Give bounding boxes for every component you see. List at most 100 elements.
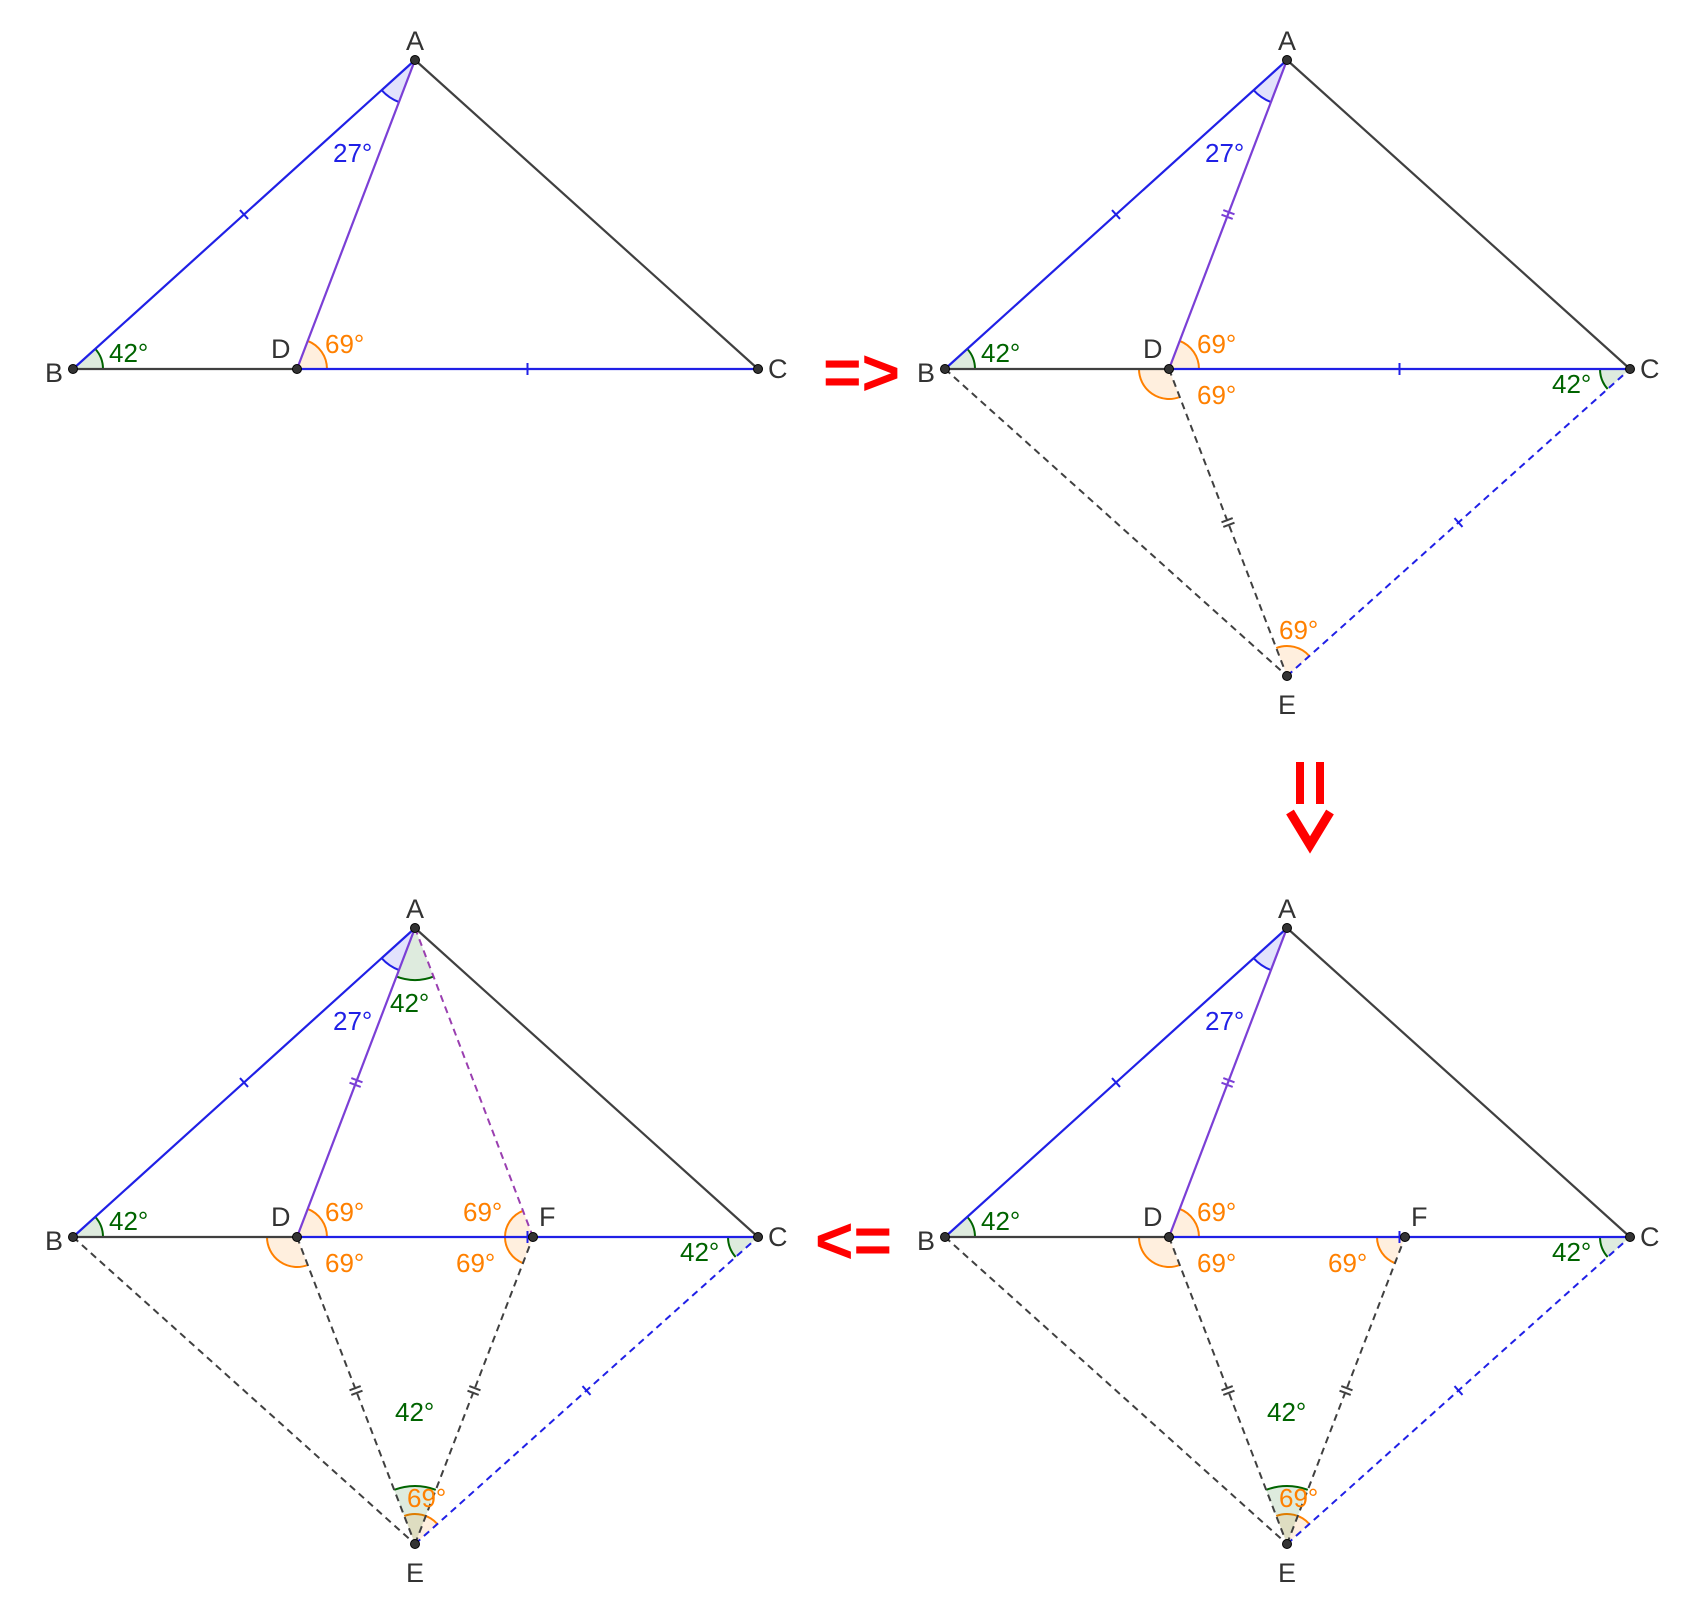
tick-EF — [467, 1389, 480, 1396]
angle-label-ABC: 42° — [109, 1206, 148, 1236]
arrow-down-bar-left — [1296, 762, 1304, 804]
point-C — [1625, 1232, 1635, 1242]
angle-label-BDE: 69° — [325, 1248, 364, 1278]
tick-EC — [1453, 1385, 1464, 1396]
label-A: A — [406, 894, 424, 924]
angle-DEF-fill — [1266, 1486, 1308, 1544]
transition-arrows: => <= — [815, 335, 1334, 1277]
angle-BCE-fill — [728, 1237, 758, 1258]
tick-AD — [350, 1077, 363, 1084]
tick-EF — [1339, 1389, 1352, 1396]
point-A — [1282, 55, 1292, 65]
label-B: B — [45, 1226, 63, 1256]
angle-ADC-arc — [1179, 1208, 1200, 1238]
segment-AC — [1286, 927, 1631, 1238]
tick-EF — [468, 1385, 481, 1392]
angle-DFE-fill — [1377, 1237, 1405, 1264]
angle-label-BAD: 27° — [1205, 1006, 1244, 1036]
angle-label-DFE: 69° — [456, 1248, 495, 1278]
angle-BAD-fill — [381, 928, 415, 971]
tick-AD — [1221, 213, 1234, 220]
tick-AB — [1111, 1077, 1121, 1088]
label-A: A — [1278, 894, 1296, 924]
label-B: B — [917, 358, 935, 388]
angle-ADC-fill — [1169, 1208, 1199, 1237]
arrow-down-head — [1286, 809, 1334, 854]
segment-EF — [414, 1236, 534, 1545]
arrow-right: => — [823, 335, 900, 409]
angle-ABC-fill — [73, 348, 103, 369]
segment-AD — [295, 927, 417, 1238]
angle-DEC-arc — [403, 1513, 439, 1525]
point-F — [1400, 1232, 1410, 1242]
angle-BDE-fill — [267, 1237, 308, 1267]
angle-label-ADC: 69° — [325, 1197, 364, 1227]
label-D: D — [1143, 1202, 1163, 1232]
angle-label-BCE: 42° — [1552, 369, 1591, 399]
point-E — [410, 1539, 420, 1549]
point-E — [1282, 1539, 1292, 1549]
label-C: C — [768, 1222, 788, 1252]
angle-DAF-fill — [396, 928, 434, 981]
tick-DE — [1222, 521, 1235, 528]
angle-BDE-arc — [1138, 368, 1181, 400]
angle-DEC-fill — [1276, 646, 1310, 676]
angle-DFE-arc — [1376, 1236, 1396, 1265]
angle-ABC-fill — [73, 1216, 103, 1237]
point-E — [1282, 671, 1292, 681]
point-A — [1282, 923, 1292, 933]
angle-label-BAD: 27° — [1205, 138, 1244, 168]
tick-EF — [1340, 1385, 1353, 1392]
angle-label-DFE: 69° — [1328, 1248, 1367, 1278]
angle-label-DEC: 69° — [1279, 1483, 1318, 1513]
segment-DE — [1168, 1236, 1288, 1545]
point-A — [410, 55, 420, 65]
label-E: E — [1278, 1558, 1296, 1588]
label-A: A — [1278, 26, 1296, 56]
segment-AC — [414, 927, 759, 1238]
angle-label-BCE: 42° — [680, 1237, 719, 1267]
angle-DEC-arc — [1275, 1513, 1311, 1525]
angle-label-ADC: 69° — [325, 329, 364, 359]
angle-DFA-fill — [505, 1210, 533, 1237]
arrow-down-bar-right — [1316, 762, 1324, 804]
label-F: F — [539, 1202, 556, 1232]
point-B — [68, 1232, 78, 1242]
point-D — [292, 364, 302, 374]
angle-ADC-arc — [1179, 340, 1200, 370]
label-E: E — [1278, 690, 1296, 720]
segment-AD — [295, 59, 417, 370]
angle-ABC-fill — [945, 1216, 975, 1237]
angle-ADC-fill — [1169, 340, 1199, 369]
label-A: A — [406, 26, 424, 56]
tick-AD — [349, 1081, 362, 1088]
tick-DE — [349, 1385, 362, 1392]
angle-DFA-arc — [504, 1209, 524, 1238]
point-B — [940, 1232, 950, 1242]
angle-label-DFA: 69° — [463, 1197, 502, 1227]
segment-EF — [1286, 1236, 1406, 1545]
label-D: D — [271, 1202, 291, 1232]
point-D — [1164, 364, 1174, 374]
segment-AD — [1167, 927, 1289, 1238]
angle-ADC-arc — [307, 340, 328, 370]
segment-BE — [72, 1236, 416, 1545]
segment-AC — [1286, 59, 1631, 370]
tick-AD — [1222, 1077, 1235, 1084]
angle-label-BDE: 69° — [1197, 380, 1236, 410]
tick-AB — [1111, 209, 1121, 220]
point-B — [68, 364, 78, 374]
angle-DAF-arc — [396, 975, 434, 981]
segment-BE — [944, 368, 1288, 677]
segment-BE — [944, 1236, 1288, 1545]
angle-label-BDE: 69° — [1197, 1248, 1236, 1278]
point-A — [410, 923, 420, 933]
angle-BCE-fill — [1600, 1237, 1630, 1258]
tick-AD — [1222, 209, 1235, 216]
segment-DE — [296, 1236, 416, 1545]
angle-ADC-fill — [297, 1208, 327, 1237]
arrow-left: <= — [815, 1203, 892, 1277]
angle-ADC-fill — [297, 340, 327, 369]
angle-label-ABC: 42° — [981, 338, 1020, 368]
